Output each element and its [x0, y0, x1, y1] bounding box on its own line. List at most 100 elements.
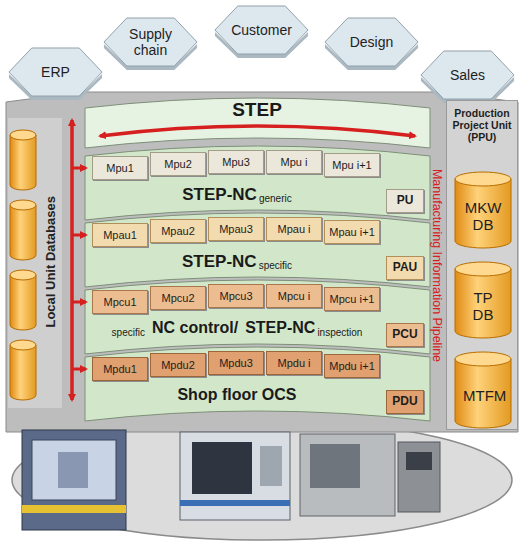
node-text: Mpcu3 — [219, 290, 252, 303]
node-text: Mpdu i — [277, 357, 310, 370]
cylinder-body — [455, 179, 511, 248]
node-text: PAU — [393, 261, 417, 275]
node-text: Production Project Unit (PPU) — [449, 107, 515, 143]
machine-window — [310, 444, 360, 488]
db-cylinder — [10, 205, 36, 260]
db-stub-arrow — [72, 167, 86, 170]
node-text: MTFM — [463, 387, 503, 404]
ring-band — [85, 146, 430, 220]
band-label: STEP-NC — [182, 186, 257, 203]
cylinder-top — [455, 262, 511, 276]
machine-panel — [260, 446, 282, 486]
db-cylinder-top — [10, 200, 36, 210]
node-text: Mpau3 — [219, 223, 253, 236]
module-box: Mpau1 — [92, 223, 148, 247]
node-text: Mpdu1 — [103, 363, 137, 376]
machine-left — [22, 430, 126, 530]
module-box: Mpcu2 — [150, 286, 206, 310]
system-hexagon: Design — [324, 17, 419, 67]
node-text: ERP — [20, 64, 92, 80]
node-text: Mpu i — [281, 156, 308, 169]
node-text: Design — [336, 34, 408, 50]
machine-right — [300, 434, 440, 516]
module-box: Mpcu1 — [92, 290, 148, 314]
db-stub-arrow — [72, 368, 86, 371]
hexagon-face — [215, 6, 308, 54]
node-text: PDU — [392, 395, 417, 409]
band-subscript: inspection — [317, 328, 362, 338]
node-text: PU — [397, 194, 414, 208]
module-box: Mpau2 — [150, 219, 206, 243]
hexagon-face — [325, 18, 418, 66]
node-text: Mpdu i+1 — [329, 360, 375, 373]
database-cylinder: MKW DB — [454, 171, 512, 249]
module-box: Mpdu1 — [92, 357, 148, 381]
module-box: Mpu2 — [150, 152, 206, 176]
db-cylinder-top — [10, 270, 36, 280]
node-text: Mpcu1 — [103, 296, 136, 309]
module-box: Mpcu i+1 — [324, 287, 380, 311]
vertical-label-holder: Local Unit Databases — [42, 142, 58, 382]
node-text: Mpau2 — [161, 225, 195, 238]
module-box: Mpu1 — [92, 156, 148, 180]
hexagon-face — [104, 18, 197, 66]
band-subscript: specific — [259, 261, 292, 271]
db-cylinder — [10, 345, 36, 400]
local-db-cylinders — [10, 130, 36, 400]
node-text: Mpau1 — [103, 229, 137, 242]
module-box: Mpdu3 — [208, 351, 264, 375]
module-box: Mpcu3 — [208, 284, 264, 308]
db-cylinder — [10, 275, 36, 330]
node-text: Mpu i+1 — [332, 159, 371, 172]
db-stub-arrow — [72, 301, 86, 304]
machine-stripe — [180, 500, 290, 506]
ring-band — [85, 347, 430, 421]
system-hexagon: Supply chain — [103, 17, 198, 67]
module-box: Mpdu i+1 — [324, 354, 380, 378]
ppu-panel: Production Project Unit (PPU) MKW DB TP DB… — [446, 100, 518, 430]
control-cabinet — [398, 442, 440, 512]
node-text: Mpau i — [277, 223, 310, 236]
band-subscript: specific — [112, 328, 145, 338]
standard-label: STEP — [232, 99, 282, 120]
cylinder-top — [455, 172, 511, 186]
pipeline-label: Manufacturing Information Pipeline — [430, 168, 444, 361]
db-stub-arrow — [72, 234, 86, 237]
node-text: Customer — [226, 22, 298, 38]
pipeline-label-holder: Manufacturing Information Pipeline — [431, 100, 446, 430]
node-text: Mpau i+1 — [329, 226, 375, 239]
database-cylinder: MTFM — [454, 351, 512, 429]
node-text: Mpu2 — [164, 158, 192, 171]
module-box: Mpau i+1 — [324, 220, 380, 244]
machine-accent — [22, 505, 126, 513]
control-screen — [406, 452, 432, 470]
machine-window — [192, 442, 252, 494]
ring-band — [85, 98, 430, 148]
node-text: TP DB — [463, 289, 503, 324]
system-hexagon: Customer — [214, 5, 309, 55]
db-cylinder-top — [10, 130, 36, 140]
housing — [6, 92, 518, 432]
band-subscript: generic — [259, 194, 292, 204]
module-box: Mpu i — [266, 150, 322, 174]
node-text: Mpdu3 — [219, 357, 253, 370]
node-text: Sales — [432, 67, 504, 83]
step-arrow — [100, 126, 415, 136]
node-text: PCU — [392, 328, 417, 342]
unit-box: PDU — [386, 390, 424, 414]
node-text: Mpu3 — [222, 156, 250, 169]
machine-window — [32, 440, 116, 500]
step-label-holder: STEP — [157, 100, 357, 120]
db-arrow — [70, 120, 74, 400]
node-text: MKW DB — [463, 199, 503, 234]
db-wall — [8, 118, 62, 408]
band-label-row: STEP-NCgeneric — [92, 181, 382, 207]
floor-disk — [12, 420, 512, 540]
unit-box: PU — [386, 189, 424, 213]
module-box: Mpdu i — [266, 351, 322, 375]
band-label-row: specificNC control/STEP-NCinspection — [92, 315, 382, 341]
module-box: Mpau i — [266, 217, 322, 241]
machine-spindle — [58, 452, 88, 488]
machine-body — [300, 434, 395, 516]
module-box: Mpu i+1 — [324, 153, 380, 177]
